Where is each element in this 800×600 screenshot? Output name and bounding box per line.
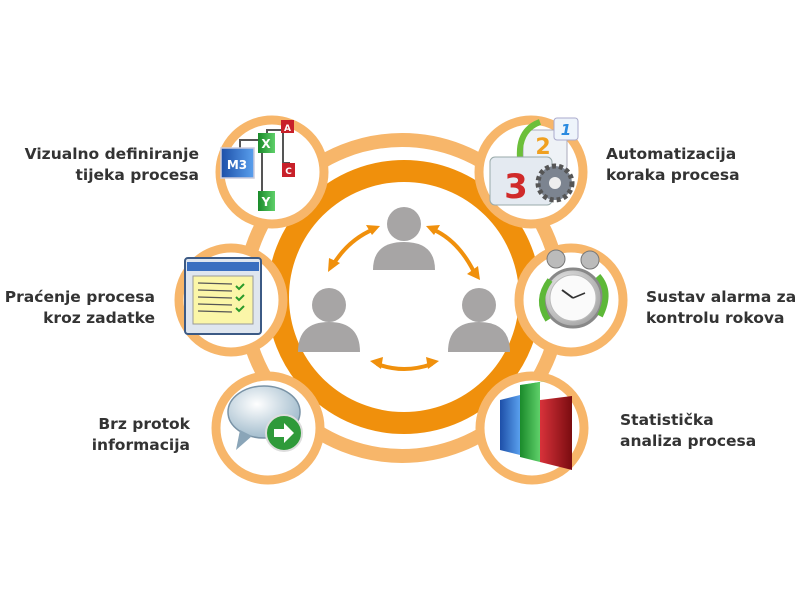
flowchart-icon: M3 X A C Y (220, 120, 295, 211)
label-automation: Automatizacija koraka procesa (606, 144, 740, 186)
label-statistics: Statistička analiza procesa (620, 410, 756, 452)
step-number: 2 (535, 135, 550, 160)
arrowheads (328, 225, 480, 369)
label-line: Statistička (620, 411, 714, 429)
step-number: 1 (561, 121, 571, 139)
checklist-window-icon (184, 257, 262, 335)
label-line: kontrolu rokova (646, 309, 785, 327)
label-line: analiza procesa (620, 432, 757, 450)
person-icon-right (448, 288, 510, 352)
label-info-flow: Brz protok informacija (92, 414, 190, 456)
flowchart-label: X (261, 137, 271, 151)
label-line: tijeka procesa (75, 166, 200, 184)
label-line: koraka procesa (606, 166, 740, 184)
chat-arrow-icon (227, 385, 303, 452)
label-alarm-system: Sustav alarma za kontrolu rokova (646, 287, 796, 329)
label-visual-definition: Vizualno definiranje tijeka procesa (25, 144, 199, 186)
flowchart-label: Y (261, 195, 271, 209)
label-line: Praćenje procesa (4, 288, 155, 306)
label-line: Brz protok (98, 415, 190, 433)
label-line: informacija (91, 436, 190, 454)
person-icon-top (373, 207, 435, 270)
alarm-clock-icon (539, 249, 609, 329)
step-number: 3 (504, 167, 528, 207)
flowchart-label: A (284, 124, 291, 134)
flowchart-label: C (285, 167, 292, 177)
flowchart-label: M3 (227, 158, 247, 172)
label-line: kroz zadatke (43, 309, 155, 327)
label-line: Automatizacija (606, 145, 737, 163)
numbered-steps-gear-icon: 1 3 2 (489, 117, 579, 207)
label-task-tracking: Praćenje procesa kroz zadatke (5, 287, 155, 329)
label-line: Sustav alarma za (646, 288, 797, 306)
people-group (298, 207, 510, 352)
label-line: Vizualno definiranje (24, 145, 199, 163)
bar-chart-icon (500, 380, 572, 470)
person-icon-left (298, 288, 360, 352)
